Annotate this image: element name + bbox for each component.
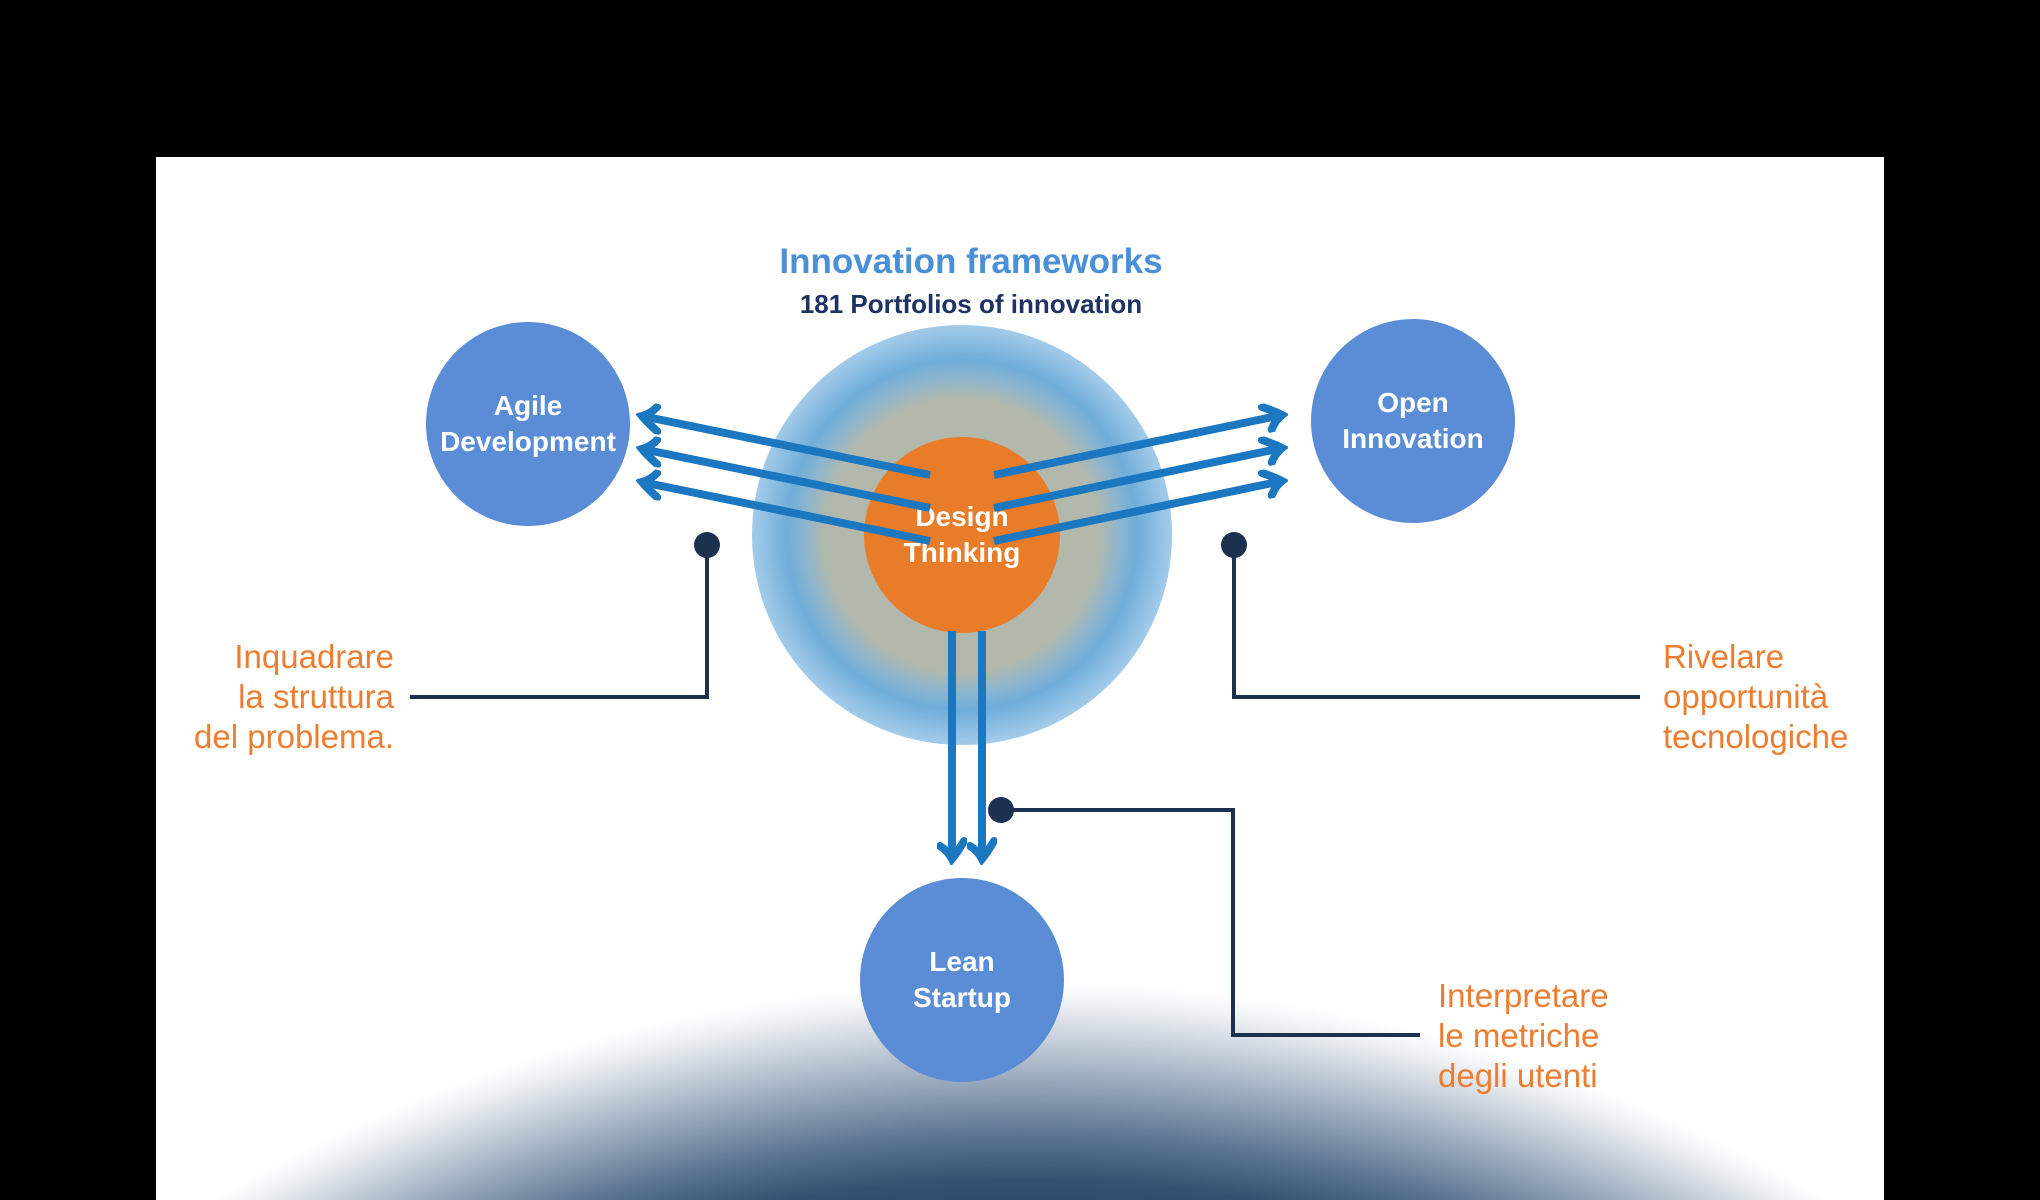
annotation-bottom-line2: le metriche — [1438, 1017, 1600, 1054]
node-lean-label-line2: Startup — [913, 982, 1011, 1013]
title-block: Innovation frameworks 181 Portfolios of … — [779, 242, 1162, 320]
node-design-label-line2: Thinking — [903, 537, 1021, 568]
annotation-left-line2: la struttura — [238, 678, 394, 715]
diagram-title: Innovation frameworks — [779, 242, 1163, 281]
annotation-left: Inquadrare la struttura del problema. — [166, 637, 394, 757]
node-open-innovation: Open Innovation — [1311, 319, 1515, 523]
slide: Innovation frameworks 181 Portfolios of … — [156, 157, 1884, 1200]
annotation-left-line1: Inquadrare — [234, 638, 394, 675]
annotation-bottom-line3: degli utenti — [1438, 1057, 1598, 1094]
diagram-subtitle: 181 Portfolios of innovation — [799, 289, 1143, 319]
node-open-label-line2: Innovation — [1342, 423, 1484, 454]
annotation-bottom-line1: Interpretare — [1438, 977, 1609, 1014]
annotation-left-line3: del problema. — [194, 718, 394, 755]
node-agile-development: Agile Development — [426, 322, 630, 526]
annotation-bottom: Interpretare le metriche degli utenti — [1438, 976, 1609, 1096]
node-agile-label-line1: Agile — [493, 389, 563, 421]
annotation-right-line3: tecnologiche — [1663, 718, 1849, 755]
node-lean-startup: Lean Startup — [860, 878, 1064, 1082]
node-lean-label-line1: Lean — [929, 945, 995, 977]
annotation-right-line1: Rivelare — [1663, 638, 1785, 675]
annotation-right: Rivelare opportunità tecnologiche — [1663, 637, 1848, 757]
node-agile-label-line2: Development — [440, 426, 616, 457]
node-design-label-line1: Design — [915, 500, 1009, 532]
annotation-right-line2: opportunità — [1663, 678, 1829, 715]
node-open-label-line1: Open — [1377, 386, 1449, 418]
node-design-thinking: Design Thinking — [864, 437, 1060, 633]
